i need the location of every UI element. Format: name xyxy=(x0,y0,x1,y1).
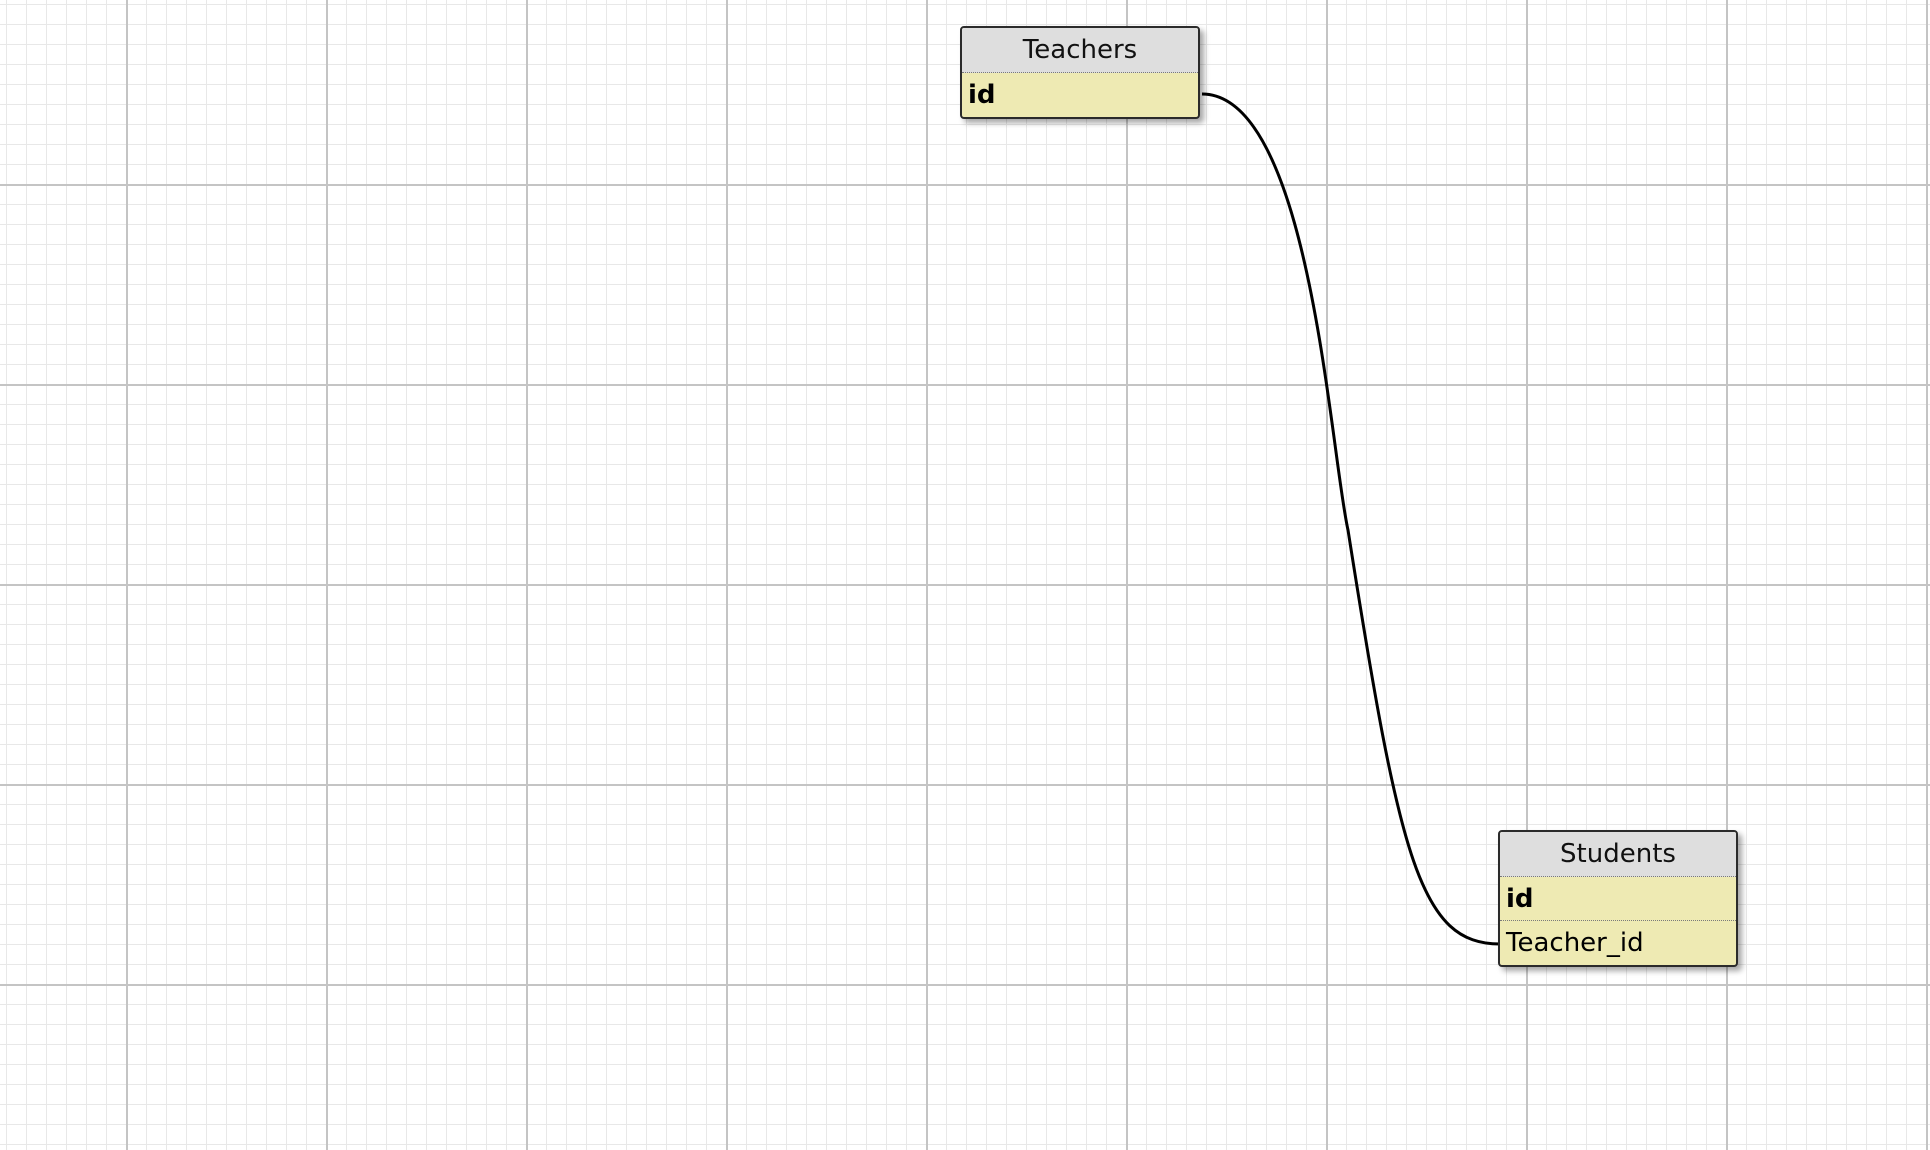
field-students-teacher-id[interactable]: Teacher_id xyxy=(1506,928,1644,958)
table-title-teachers[interactable]: Teachers xyxy=(962,28,1198,73)
table-teachers[interactable]: Teachers id xyxy=(960,26,1200,119)
table-students[interactable]: Students id Teacher_id xyxy=(1498,830,1738,967)
table-title-students[interactable]: Students xyxy=(1500,832,1736,877)
field-students-id[interactable]: id xyxy=(1500,877,1736,921)
field-teachers-id[interactable]: id xyxy=(968,80,996,110)
